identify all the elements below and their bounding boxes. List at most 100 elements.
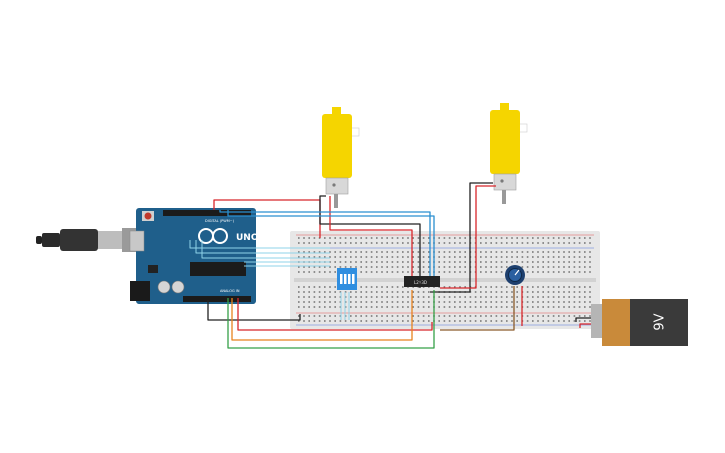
- breadboard-hole: [428, 256, 430, 258]
- breadboard-hole: [552, 301, 555, 303]
- breadboard-hole: [350, 301, 352, 303]
- breadboard-hole: [526, 242, 529, 244]
- breadboard-hole: [370, 237, 373, 239]
- breadboard-hole: [578, 261, 581, 263]
- breadboard-hole: [313, 256, 316, 258]
- breadboard-hole: [422, 291, 425, 293]
- breadboard-hole: [454, 296, 456, 298]
- breadboard-hole: [573, 315, 576, 317]
- breadboard-hole: [412, 291, 414, 293]
- breadboard-hole: [308, 291, 310, 293]
- breadboard-hole: [500, 251, 503, 253]
- breadboard-hole: [589, 261, 591, 263]
- breadboard-hole: [490, 261, 492, 263]
- breadboard-hole: [464, 306, 466, 308]
- breadboard-hole: [459, 271, 461, 273]
- breadboard-hole: [537, 291, 539, 293]
- breadboard-hole: [532, 286, 534, 288]
- breadboard-hole: [391, 251, 394, 253]
- breadboard-hole: [500, 266, 503, 268]
- breadboard-hole: [438, 266, 440, 268]
- breadboard-hole: [365, 237, 368, 239]
- breadboard-hole: [396, 320, 399, 322]
- breadboard-hole: [573, 237, 576, 239]
- breadboard-hole: [506, 306, 508, 308]
- potentiometer-knob-icon[interactable]: [505, 265, 525, 285]
- breadboard-hole: [511, 315, 513, 317]
- breadboard-hole: [370, 242, 373, 244]
- breadboard-hole: [365, 315, 368, 317]
- breadboard-hole: [365, 256, 368, 258]
- breadboard-hole: [402, 306, 404, 308]
- breadboard-hole: [339, 261, 342, 263]
- breadboard-hole: [386, 306, 388, 308]
- breadboard-hole: [407, 266, 409, 268]
- breadboard-hole: [350, 251, 352, 253]
- breadboard-hole: [547, 286, 550, 288]
- breadboard-hole: [355, 306, 357, 308]
- breadboard-hole: [407, 242, 409, 244]
- breadboard-hole: [350, 256, 352, 258]
- breadboard-hole: [521, 266, 524, 268]
- breadboard-hole: [422, 320, 425, 322]
- breadboard-hole: [459, 320, 461, 322]
- breadboard-hole: [350, 296, 352, 298]
- breadboard-hole: [547, 301, 550, 303]
- breadboard-hole: [422, 296, 425, 298]
- breadboard-hole: [417, 261, 420, 263]
- breadboard-hole: [396, 315, 399, 317]
- breadboard-hole: [355, 256, 357, 258]
- breadboard-hole: [370, 256, 373, 258]
- arduino-logo-text: UNO: [236, 233, 259, 243]
- breadboard-hole: [506, 256, 508, 258]
- breadboard-hole: [511, 306, 513, 308]
- breadboard-hole: [474, 306, 477, 308]
- breadboard-hole: [589, 242, 591, 244]
- breadboard-hole: [396, 266, 399, 268]
- breadboard-hole: [568, 261, 570, 263]
- breadboard-hole: [563, 296, 565, 298]
- breadboard-hole: [558, 296, 560, 298]
- breadboard-hole: [298, 306, 300, 308]
- breadboard-hole: [506, 296, 508, 298]
- breadboard-hole: [532, 306, 534, 308]
- breadboard-hole: [552, 291, 555, 293]
- breadboard-hole: [532, 296, 534, 298]
- breadboard-hole: [303, 296, 305, 298]
- breadboard-hole: [459, 237, 461, 239]
- breadboard-hole: [391, 315, 394, 317]
- breadboard-hole: [438, 237, 440, 239]
- breadboard-hole: [386, 256, 388, 258]
- breadboard-hole: [355, 261, 357, 263]
- breadboard-hole: [298, 256, 300, 258]
- breadboard-hole: [490, 306, 492, 308]
- breadboard-hole: [448, 266, 451, 268]
- breadboard-hole: [552, 242, 555, 244]
- breadboard-hole: [537, 261, 539, 263]
- breadboard-hole: [386, 261, 388, 263]
- breadboard-hole: [370, 301, 373, 303]
- breadboard-hole: [568, 251, 570, 253]
- breadboard-hole: [464, 286, 466, 288]
- breadboard-hole: [552, 261, 555, 263]
- breadboard-hole: [334, 301, 336, 303]
- breadboard-hole: [443, 271, 446, 273]
- breadboard-hole: [422, 261, 425, 263]
- breadboard-hole: [370, 320, 373, 322]
- breadboard-hole: [459, 242, 461, 244]
- breadboard-hole: [485, 251, 487, 253]
- breadboard-hole: [318, 286, 321, 288]
- breadboard-hole: [422, 237, 425, 239]
- breadboard-hole: [360, 320, 362, 322]
- breadboard-hole: [381, 286, 383, 288]
- arduino-uno-board: UNO DIGITAL (PWM~) ANALOG IN: [129, 208, 259, 304]
- breadboard-hole: [500, 306, 503, 308]
- breadboard-hole: [324, 251, 326, 253]
- breadboard-hole: [391, 306, 394, 308]
- breadboard-hole: [547, 256, 550, 258]
- breadboard-hole: [568, 320, 570, 322]
- dip-switch[interactable]: [337, 268, 357, 290]
- breadboard-hole: [537, 256, 539, 258]
- breadboard-hole: [495, 256, 498, 258]
